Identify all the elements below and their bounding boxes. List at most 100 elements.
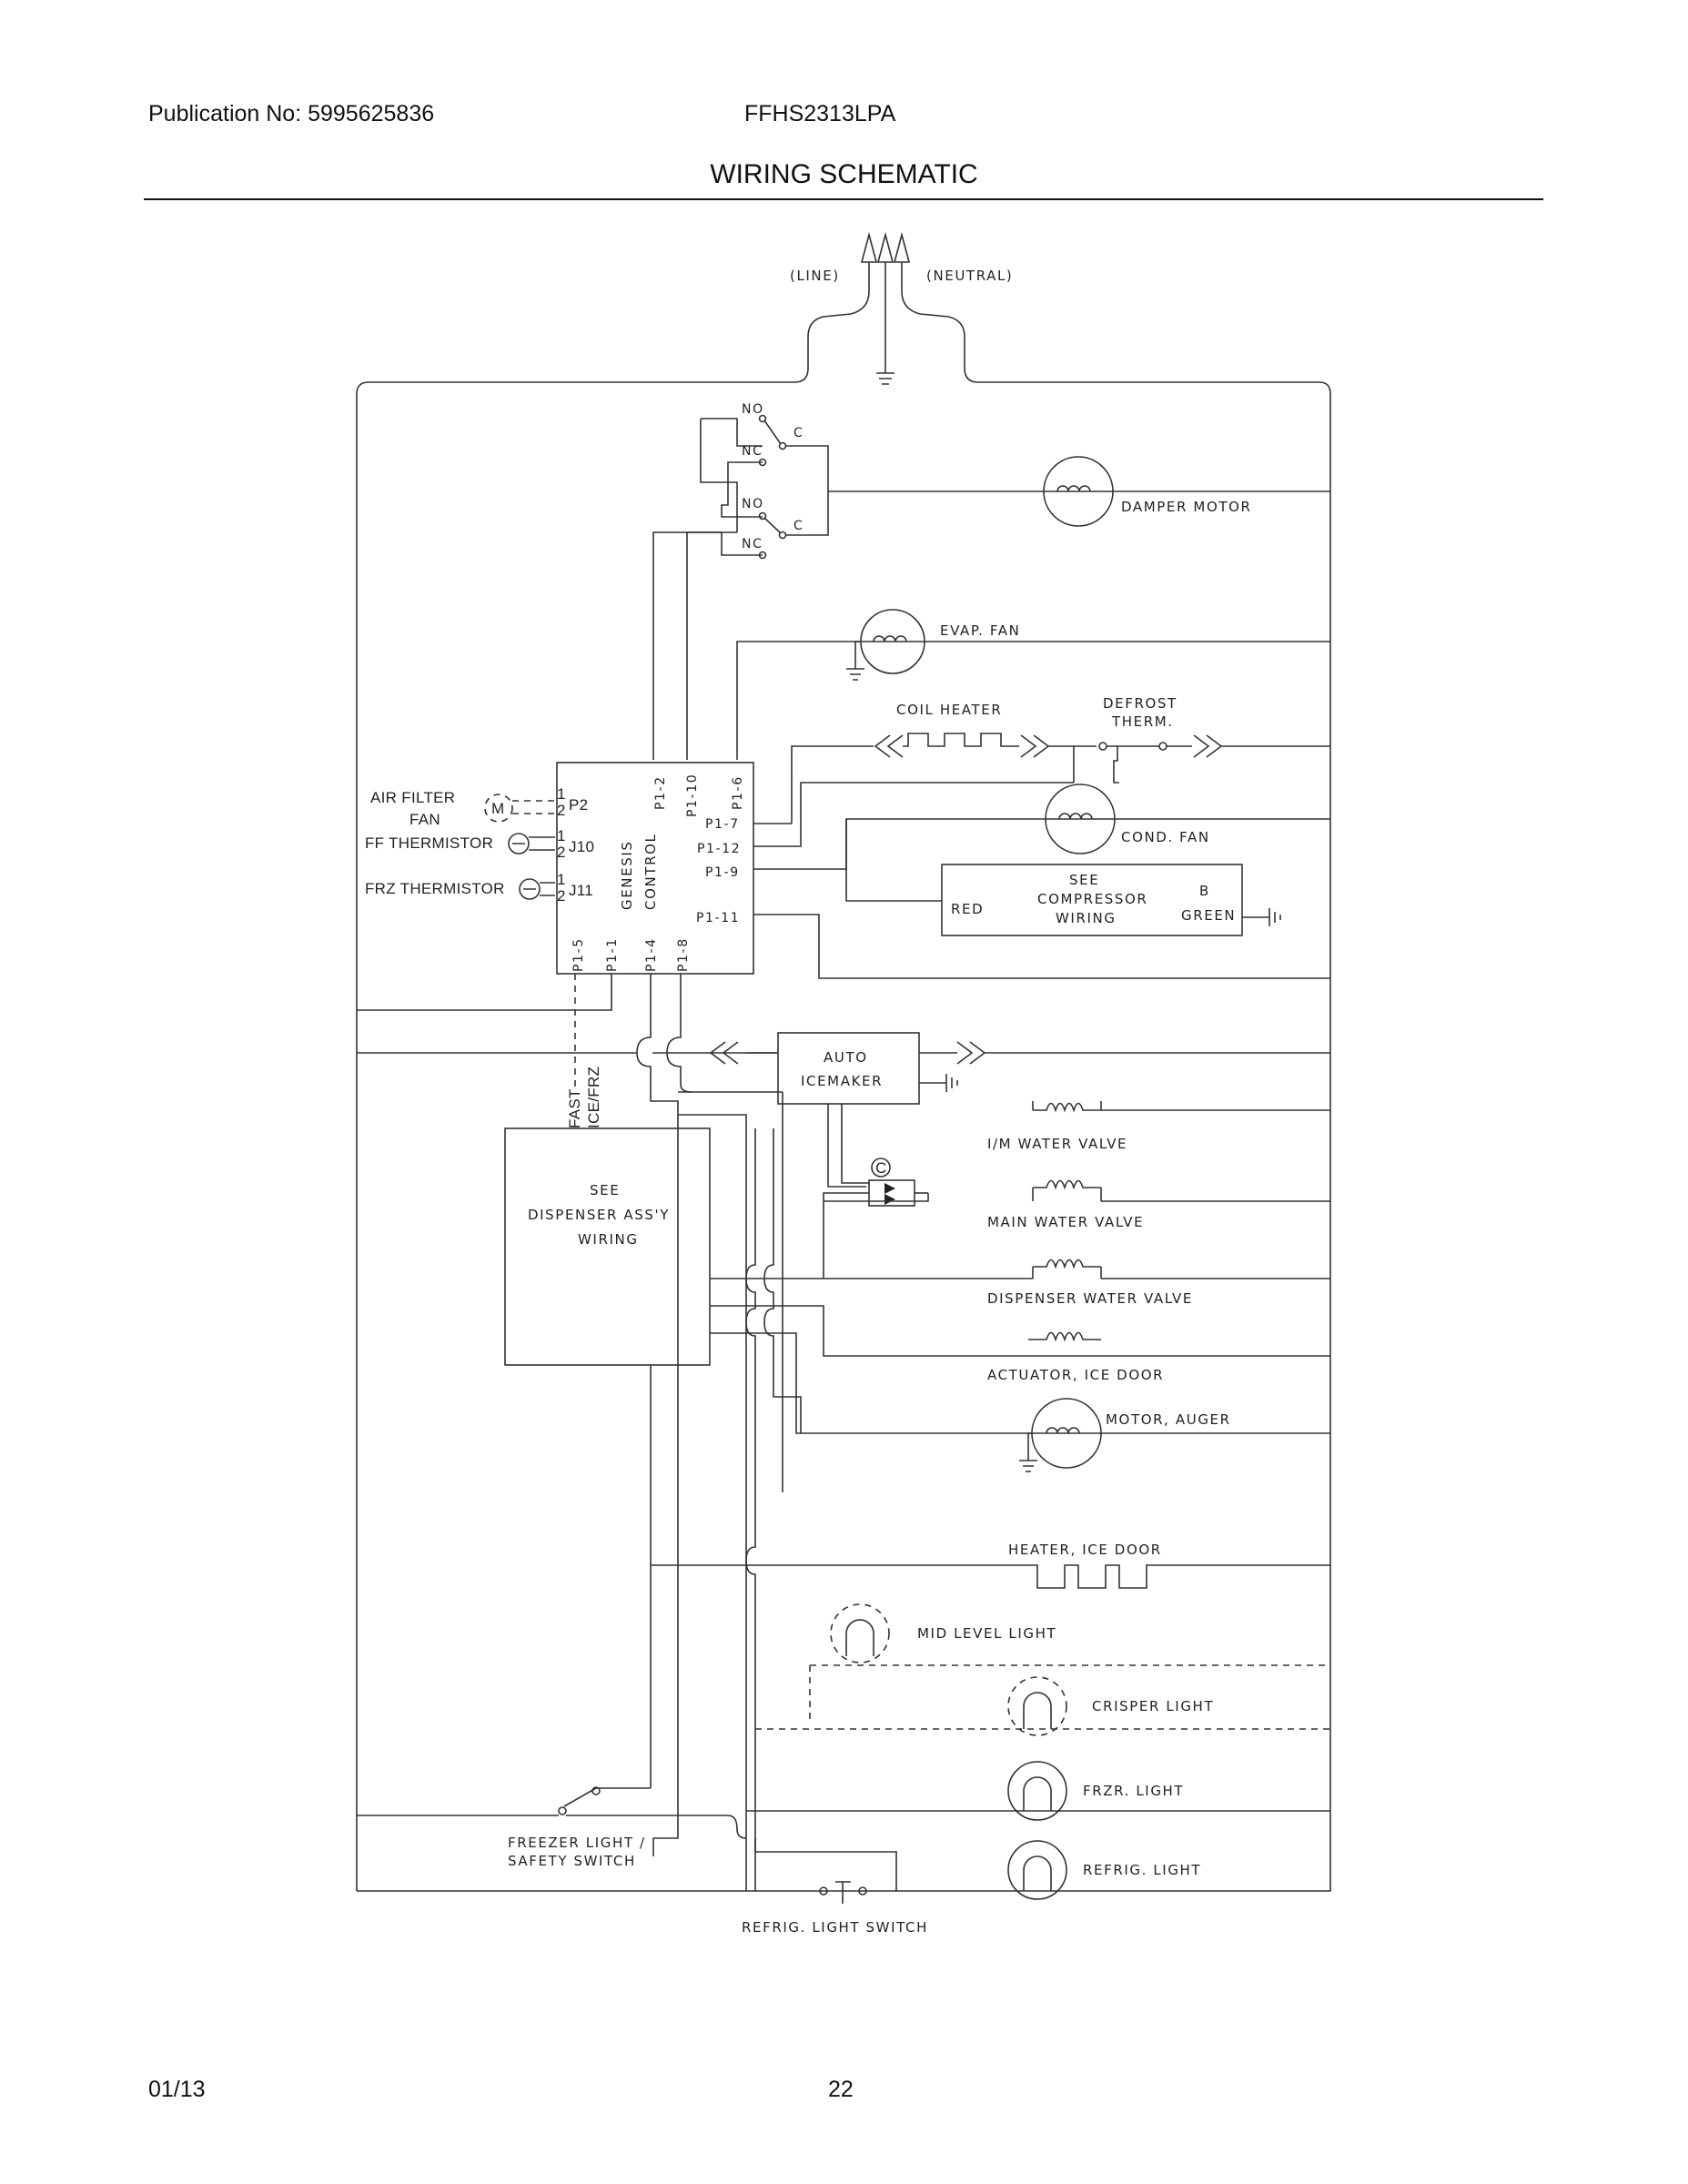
line-label: (LINE) <box>790 268 840 284</box>
p2-label: P2 <box>569 796 588 814</box>
freezer-light-switch: FREEZER LIGHT / SAFETY SWITCH <box>357 1786 747 1869</box>
genesis-control: GENESIS CONTROL P1-2 P1-10 P1-6 P1-7 P1-… <box>556 762 754 975</box>
page-number: 22 <box>828 2077 854 2102</box>
compressor-label-1: SEE <box>1069 872 1099 888</box>
control-name-2: CONTROL <box>642 834 659 910</box>
j11-label: J11 <box>569 882 593 899</box>
frz-thermistor: FRZ THERMISTOR <box>365 878 555 900</box>
control-outputs <box>753 782 1330 979</box>
frzr-light: FRZR. LIGHT <box>746 1761 1330 1821</box>
red-label: RED <box>951 901 984 917</box>
c-mark: C <box>875 1159 887 1177</box>
footer-date: 01/13 <box>148 2077 206 2102</box>
ff-thermistor-label: FF THERMISTOR <box>365 834 493 852</box>
frz-thermistor-label: FRZ THERMISTOR <box>365 880 505 897</box>
coil-heater-label: COIL HEATER <box>896 702 1002 718</box>
icemaker-box <box>777 1032 920 1105</box>
c-label-2: C <box>793 519 804 533</box>
ground-icon <box>1242 908 1281 926</box>
pin-p1-11: P1-11 <box>696 911 740 925</box>
compressor-box <box>941 864 1243 936</box>
actuator-ice-door: ACTUATOR, ICE DOOR <box>710 1305 1330 1383</box>
pin-p1-8: P1-8 <box>676 937 691 972</box>
defrost-therm: DEFROST THERM. <box>1073 695 1330 784</box>
green-label: GREEN <box>1181 907 1236 924</box>
ground-icon <box>876 262 895 385</box>
relay-contact-c-2 <box>778 531 787 540</box>
evap-fan: EVAP. FAN <box>736 609 1330 760</box>
heater-label: HEATER, ICE DOOR <box>1008 1542 1162 1558</box>
light-bulb-icon <box>830 1603 890 1663</box>
compressor-label-3: WIRING <box>1056 910 1117 926</box>
compressor-label-2: COMPRESSOR <box>1037 891 1147 907</box>
damper-relay: NO NC C NO NC C <box>652 402 1330 760</box>
pin-p1-6: P1-6 <box>731 775 745 810</box>
pin-p1-4: P1-4 <box>644 937 659 972</box>
dispenser-label-1: SEE <box>590 1182 620 1198</box>
j10-pin-1: 1 <box>557 827 566 844</box>
pin-p1-9: P1-9 <box>705 865 740 880</box>
main-water-valve: MAIN WATER VALVE <box>823 1179 1330 1279</box>
ice-frz-label: ICE/FRZ <box>585 1067 602 1128</box>
p2-pin-2: 2 <box>557 802 566 819</box>
refrig-light-switch: REFRIG. LIGHT SWITCH <box>742 1838 928 1936</box>
icemaker-label-1: AUTO <box>824 1049 868 1066</box>
pin-p1-7: P1-7 <box>705 817 740 832</box>
light-bulb-icon <box>1007 1761 1067 1821</box>
ground-icon <box>1019 1432 1037 1472</box>
air-filter-label-2: FAN <box>409 811 440 828</box>
disp-valve-label: DISPENSER WATER VALVE <box>987 1290 1193 1307</box>
j10-pin-2: 2 <box>557 844 566 861</box>
mid-level-light: MID LEVEL LIGHT <box>809 1603 1330 1720</box>
auto-icemaker: AUTO ICEMAKER <box>709 1032 1330 1105</box>
motor-icon <box>484 794 513 823</box>
control-name-1: GENESIS <box>619 841 635 910</box>
dispenser-water-valve: DISPENSER WATER VALVE <box>710 1259 1330 1307</box>
p2-pin-1: 1 <box>557 785 566 803</box>
crisper-label: CRISPER LIGHT <box>1092 1698 1214 1714</box>
control-bottom-wires: FAST ICE/FRZ <box>357 974 783 1891</box>
light-bulb-icon <box>1007 1840 1067 1900</box>
j11-pin-2: 2 <box>557 887 566 905</box>
pin-p1-2: P1-2 <box>653 775 668 810</box>
icemaker-label-2: ICEMAKER <box>801 1073 883 1089</box>
air-filter-label-1: AIR FILTER <box>370 789 455 806</box>
mid-light-label: MID LEVEL LIGHT <box>917 1625 1056 1642</box>
heater-ice-door: HEATER, ICE DOOR <box>651 1542 1330 1589</box>
motor-auger: MOTOR, AUGER <box>710 1332 1330 1472</box>
damper-motor-label: DAMPER MOTOR <box>1121 499 1252 515</box>
j11-pin-1: 1 <box>557 871 566 888</box>
nc-label-2: NC <box>742 537 763 551</box>
thermistor-icon <box>508 833 530 854</box>
publication-number: Publication No: 5995625836 <box>148 101 435 126</box>
damper-motor-icon <box>1043 456 1114 527</box>
ground-icon <box>919 1074 958 1092</box>
ff-thermistor: FF THERMISTOR <box>365 833 555 854</box>
light-bulb-icon <box>1007 1676 1067 1736</box>
no-label-2: NO <box>742 497 764 511</box>
model-number: FFHS2313LPA <box>744 101 896 126</box>
frzr-light-label: FRZR. LIGHT <box>1083 1783 1184 1799</box>
neutral-label: (NEUTRAL) <box>926 268 1013 284</box>
defrost-label-2: THERM. <box>1111 713 1174 730</box>
thermistor-icon <box>519 878 541 900</box>
refrig-switch-label: REFRIG. LIGHT SWITCH <box>742 1919 928 1936</box>
dispenser-assy: SEE DISPENSER ASS'Y WIRING <box>504 1127 711 1788</box>
dispenser-label-2: DISPENSER ASS'Y <box>528 1207 670 1223</box>
coil-heater: COIL HEATER <box>791 702 1097 824</box>
evap-fan-label: EVAP. FAN <box>940 622 1020 639</box>
pin-p1-1: P1-1 <box>605 937 620 972</box>
pin-p1-10: P1-10 <box>685 774 700 817</box>
im-valve-label: I/M WATER VALVE <box>987 1136 1127 1152</box>
nc-label-1: NC <box>742 444 763 459</box>
cond-fan-label: COND. FAN <box>1121 829 1210 845</box>
compressor-wiring: SEE COMPRESSOR WIRING RED B GREEN <box>941 864 1281 936</box>
air-filter-fan: M AIR FILTER FAN <box>370 789 555 828</box>
page-title: WIRING SCHEMATIC <box>710 159 978 189</box>
pin-p1-5: P1-5 <box>571 937 586 972</box>
auger-label: MOTOR, AUGER <box>1106 1411 1231 1428</box>
relay-contact-no-1 <box>758 414 767 423</box>
relay-contact-no-2 <box>758 511 767 521</box>
dispenser-box <box>504 1127 711 1366</box>
